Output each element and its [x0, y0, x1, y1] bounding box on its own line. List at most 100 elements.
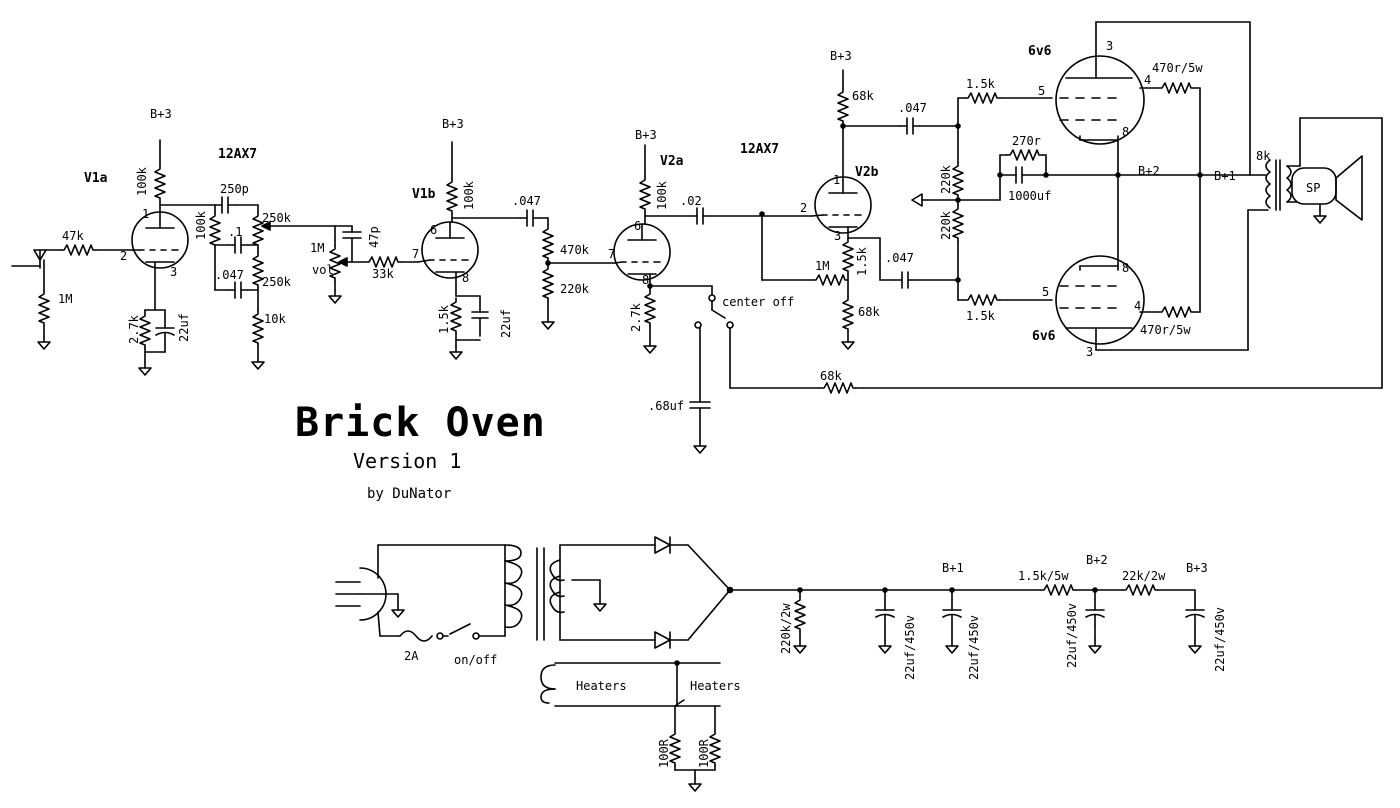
label-tube-type-a: 12AX7 — [218, 147, 257, 162]
label-c-02: .02 — [680, 194, 702, 208]
pin-6v6-bottom-4: 4 — [1134, 299, 1141, 313]
pin-v1b-plate: 6 — [430, 223, 437, 237]
label-vol: vol — [312, 263, 334, 277]
pin-v2b-plate: 1 — [833, 173, 840, 187]
label-tone-047: .047 — [215, 268, 244, 282]
label-r-220k: 220k — [560, 282, 590, 296]
label-ps-c4: 22uf/450v — [1213, 607, 1227, 672]
tube-v2a — [613, 223, 671, 281]
label-6v6-top: 6v6 — [1028, 44, 1052, 59]
rail-b1-ot: B+1 — [1214, 169, 1236, 183]
schematic-author: by DuNator — [367, 486, 451, 502]
rail-b3-v2b: B+3 — [830, 49, 852, 63]
power-transformer — [504, 544, 565, 641]
rectifier-diode-bottom — [654, 631, 671, 649]
label-in-47k: 47k — [62, 229, 84, 243]
label-fb-68k: 68k — [820, 369, 842, 383]
label-r-1-5k-bottom: 1.5k — [966, 309, 996, 323]
label-v1a: V1a — [84, 171, 108, 186]
pin-6v6-bottom-5: 5 — [1042, 285, 1049, 299]
label-v1a-cath-r: 2.7k — [127, 314, 141, 344]
label-fuse: 2A — [404, 649, 419, 663]
input-jack — [11, 249, 61, 269]
schematic-version: Version 1 — [353, 449, 461, 473]
label-in-1m: 1M — [58, 292, 72, 306]
pin-6v6-top-3: 3 — [1106, 39, 1113, 53]
rail-b3-v1b: B+3 — [442, 117, 464, 131]
label-pi-1m: 1M — [815, 259, 829, 273]
label-v2a: V2a — [660, 154, 684, 169]
pin-v1a-grid: 2 — [120, 249, 127, 263]
label-ps-r1: 1.5k/5w — [1018, 569, 1069, 583]
pin-v2b-grid: 2 — [800, 201, 807, 215]
pin-v2b-cathode: 3 — [834, 229, 841, 243]
pin-v1b-grid: 7 — [412, 247, 419, 261]
label-ot-8k: 8k — [1256, 149, 1271, 163]
label-c-047-a: .047 — [512, 194, 541, 208]
speaker — [1291, 155, 1363, 221]
label-tone-100k: 100k — [194, 210, 208, 240]
label-v1a-cath-c: 22uf — [177, 313, 191, 342]
label-heater-100r-b: 100R — [697, 738, 711, 768]
label-tone-250k-b: 250k — [262, 275, 292, 289]
label-c-068: .68uf — [648, 399, 684, 413]
label-ps-c3: 22uf/450v — [1065, 603, 1079, 668]
pin-v2a-cathode: 8 — [642, 273, 649, 287]
output-transformer — [1247, 159, 1292, 211]
label-onoff: on/off — [454, 653, 497, 667]
tube-v2b — [811, 176, 872, 234]
label-vol-47p: 47p — [367, 226, 381, 248]
pin-v1a-plate: 1 — [142, 207, 149, 221]
label-v1b-plate: 100k — [462, 180, 476, 210]
label-ps-r2: 22k/2w — [1122, 569, 1166, 583]
label-c-047-b: .047 — [898, 101, 927, 115]
label-heater-100r-a: 100R — [657, 738, 671, 768]
label-heaters-left: Heaters — [576, 679, 627, 693]
label-vol-1m: 1M — [310, 241, 324, 255]
label-pi-68k-top: 68k — [852, 89, 874, 103]
label-pi-68k-bottom: 68k — [858, 305, 880, 319]
label-c-1000uf: 1000uf — [1008, 189, 1051, 203]
label-ps-c1: 22uf/450v — [903, 615, 917, 680]
label-6v6-bottom: 6v6 — [1032, 329, 1056, 344]
rail-b3-v1a: B+3 — [150, 107, 172, 121]
label-sp: SP — [1306, 181, 1320, 195]
label-pi-1-5k: 1.5k — [855, 246, 869, 276]
label-v2a-cath: 2.7k — [629, 302, 643, 332]
label-v1a-plate: 100k — [135, 166, 149, 196]
pin-v2a-plate: 6 — [634, 219, 641, 233]
rail-b1-ps: B+1 — [942, 561, 964, 575]
heater-winding — [540, 662, 721, 707]
rail-b3-ps: B+3 — [1186, 561, 1208, 575]
label-r-220k-bottom: 220k — [939, 210, 953, 240]
label-tube-type-b: 12AX7 — [740, 142, 779, 157]
pin-v2a-grid: 7 — [608, 247, 615, 261]
label-vol-33k: 33k — [372, 267, 394, 281]
label-r-470r-top: 470r/5w — [1152, 61, 1203, 75]
label-ps-220k: 220k/2w — [779, 603, 793, 654]
label-tone-01: .1 — [228, 225, 242, 239]
rectifier-diode-top — [654, 536, 671, 554]
tube-v1a — [131, 211, 189, 269]
label-tone-250k-a: 250k — [262, 211, 292, 225]
label-v1b-cath-r: 1.5k — [437, 304, 451, 334]
label-v1b-cath-c: 22uf — [499, 309, 513, 338]
label-c-047-c: .047 — [885, 251, 914, 265]
label-v1b: V1b — [412, 187, 436, 202]
label-tone-250p: 250p — [220, 182, 249, 196]
tube-6v6-top — [1055, 55, 1145, 145]
pin-6v6-bottom-8: 8 — [1122, 261, 1129, 275]
label-switch: center off — [722, 295, 794, 309]
label-v2a-plate: 100k — [655, 180, 669, 210]
tube-v1b — [417, 221, 479, 279]
label-r-270r: 270r — [1012, 134, 1041, 148]
label-tone-10k: 10k — [264, 312, 286, 326]
pin-v1a-cathode: 3 — [170, 265, 177, 279]
pin-6v6-top-8: 8 — [1122, 125, 1129, 139]
label-r-220k-top: 220k — [939, 164, 953, 194]
label-heaters-right: Heaters — [690, 679, 741, 693]
rail-b2-ps: B+2 — [1086, 553, 1108, 567]
label-r-470k: 470k — [560, 243, 590, 257]
label-r-1-5k-top: 1.5k — [966, 77, 996, 91]
